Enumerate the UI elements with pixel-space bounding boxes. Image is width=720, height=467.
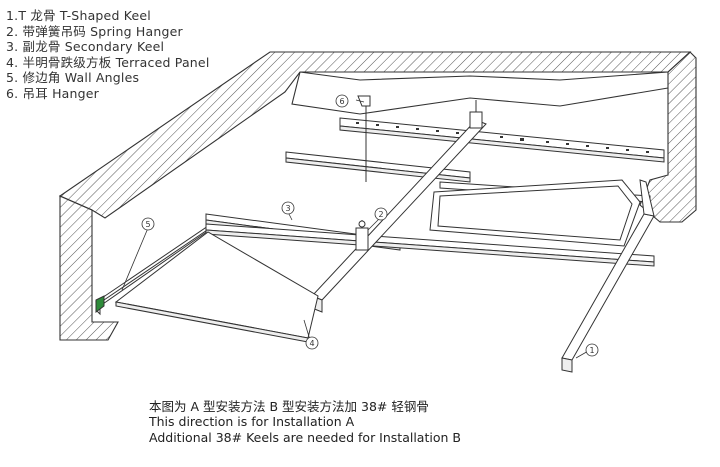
callout-5: 5 bbox=[141, 217, 155, 231]
svg-text:6: 6 bbox=[339, 97, 344, 106]
callout-2: 2 bbox=[374, 207, 388, 221]
keel-grid bbox=[205, 119, 655, 373]
leader-lines bbox=[121, 99, 591, 359]
note-installation-a: This direction is for Installation A bbox=[149, 414, 355, 430]
legend-item-t-keel: 1.T 龙骨 T-Shaped Keel bbox=[6, 8, 151, 23]
svg-text:3: 3 bbox=[285, 204, 290, 213]
callout-6: 6 bbox=[335, 94, 349, 108]
callout-4: 4 bbox=[305, 336, 319, 350]
note-installation-b: Additional 38# Keels are needed for Inst… bbox=[149, 429, 461, 445]
svg-text:4: 4 bbox=[309, 339, 314, 348]
legend-item-terraced-panel: 4. 半明骨跌级方板 Terraced Panel bbox=[6, 54, 210, 70]
rear-keel bbox=[339, 117, 665, 163]
callout-1: 1 bbox=[585, 343, 599, 357]
legend-item-wall-angles: 5. 修边角 Wall Angles bbox=[6, 70, 140, 86]
legend-list: 1.T 龙骨 T-Shaped Keel 2. 带弹簧吊码 Spring Han… bbox=[6, 8, 210, 102]
legend-item-spring-hanger: 2. 带弹簧吊码 Spring Hanger bbox=[6, 23, 183, 39]
hangers bbox=[355, 95, 483, 251]
legend-item-hanger: 6. 吊耳 Hanger bbox=[6, 85, 100, 101]
svg-text:2: 2 bbox=[378, 210, 383, 219]
note-chinese: 本图为 A 型安装方法 B 型安装方法加 38# 轻钢骨 bbox=[149, 399, 429, 414]
wall-section bbox=[58, 51, 697, 341]
terraced-panels bbox=[114, 179, 641, 343]
installation-notes: 本图为 A 型安装方法 B 型安装方法加 38# 轻钢骨 This direct… bbox=[149, 399, 461, 445]
svg-text:1: 1 bbox=[589, 346, 594, 355]
svg-text:5: 5 bbox=[145, 220, 150, 229]
callout-3: 3 bbox=[281, 201, 295, 215]
legend-item-secondary-keel: 3. 副龙骨 Secondary Keel bbox=[6, 39, 165, 55]
